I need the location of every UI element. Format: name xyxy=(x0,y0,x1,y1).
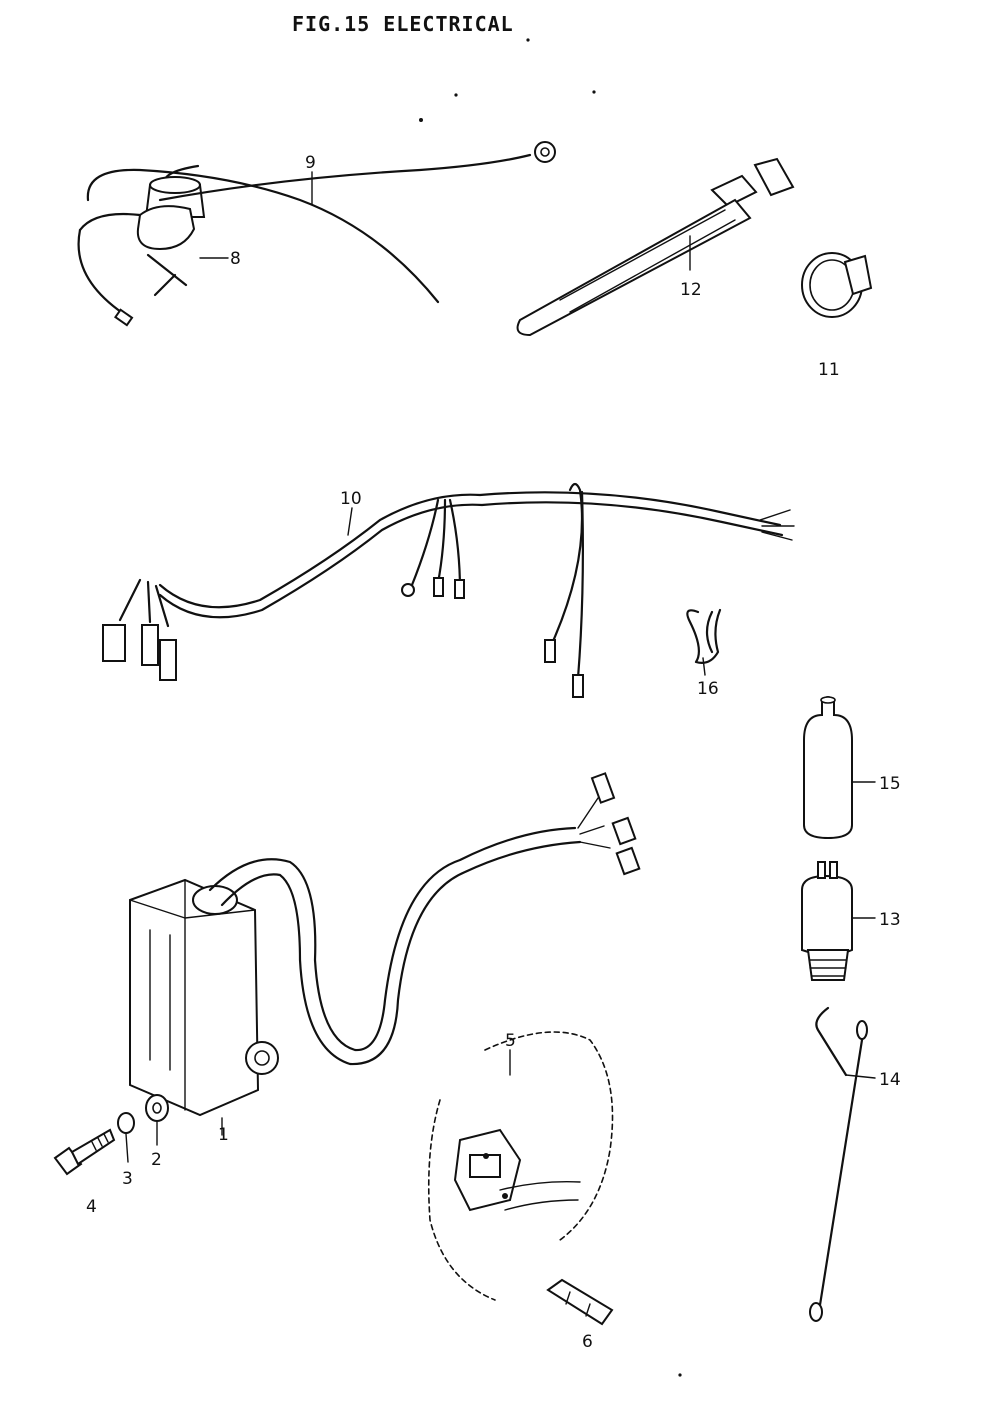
callout-4: 4 xyxy=(86,1197,97,1217)
callout-labels: 9 8 12 11 10 16 15 13 14 5 1 2 3 4 6 xyxy=(86,153,901,1352)
leader-lines xyxy=(125,171,876,1163)
part-1-cdi-unit xyxy=(129,772,641,1117)
callout-1: 1 xyxy=(218,1125,229,1145)
part-12-cable-tie xyxy=(516,157,795,337)
part-5-magneto xyxy=(427,1031,614,1301)
part-4-bolt xyxy=(53,1128,116,1176)
callout-12: 12 xyxy=(680,280,702,300)
callout-15: 15 xyxy=(879,774,901,794)
part-9-lead-wire xyxy=(86,141,556,304)
callout-5: 5 xyxy=(505,1031,516,1051)
callout-9: 9 xyxy=(305,153,316,173)
callout-10: 10 xyxy=(340,489,362,509)
part-15-sleeve xyxy=(803,696,853,840)
scan-specks xyxy=(419,38,682,1377)
figure-title: FIG.15 ELECTRICAL xyxy=(292,12,514,36)
callout-8: 8 xyxy=(230,249,241,269)
part-6-connector xyxy=(546,1278,614,1326)
callout-3: 3 xyxy=(122,1169,133,1189)
part-16-wire-clip xyxy=(686,608,722,664)
part-3-lock-washer xyxy=(117,1112,135,1134)
part-2-washer xyxy=(145,1094,169,1122)
callout-16: 16 xyxy=(697,679,719,699)
callout-11: 11 xyxy=(818,360,840,380)
callout-13: 13 xyxy=(879,910,901,930)
part-8-switch xyxy=(77,164,206,327)
callout-6: 6 xyxy=(582,1332,593,1352)
part-11-band-clamp xyxy=(801,252,873,318)
callout-2: 2 xyxy=(151,1150,162,1170)
part-14-rod xyxy=(809,1006,868,1322)
part-13-switch xyxy=(801,861,853,981)
part-10-wiring-harness xyxy=(102,482,795,698)
callout-14: 14 xyxy=(879,1070,901,1090)
